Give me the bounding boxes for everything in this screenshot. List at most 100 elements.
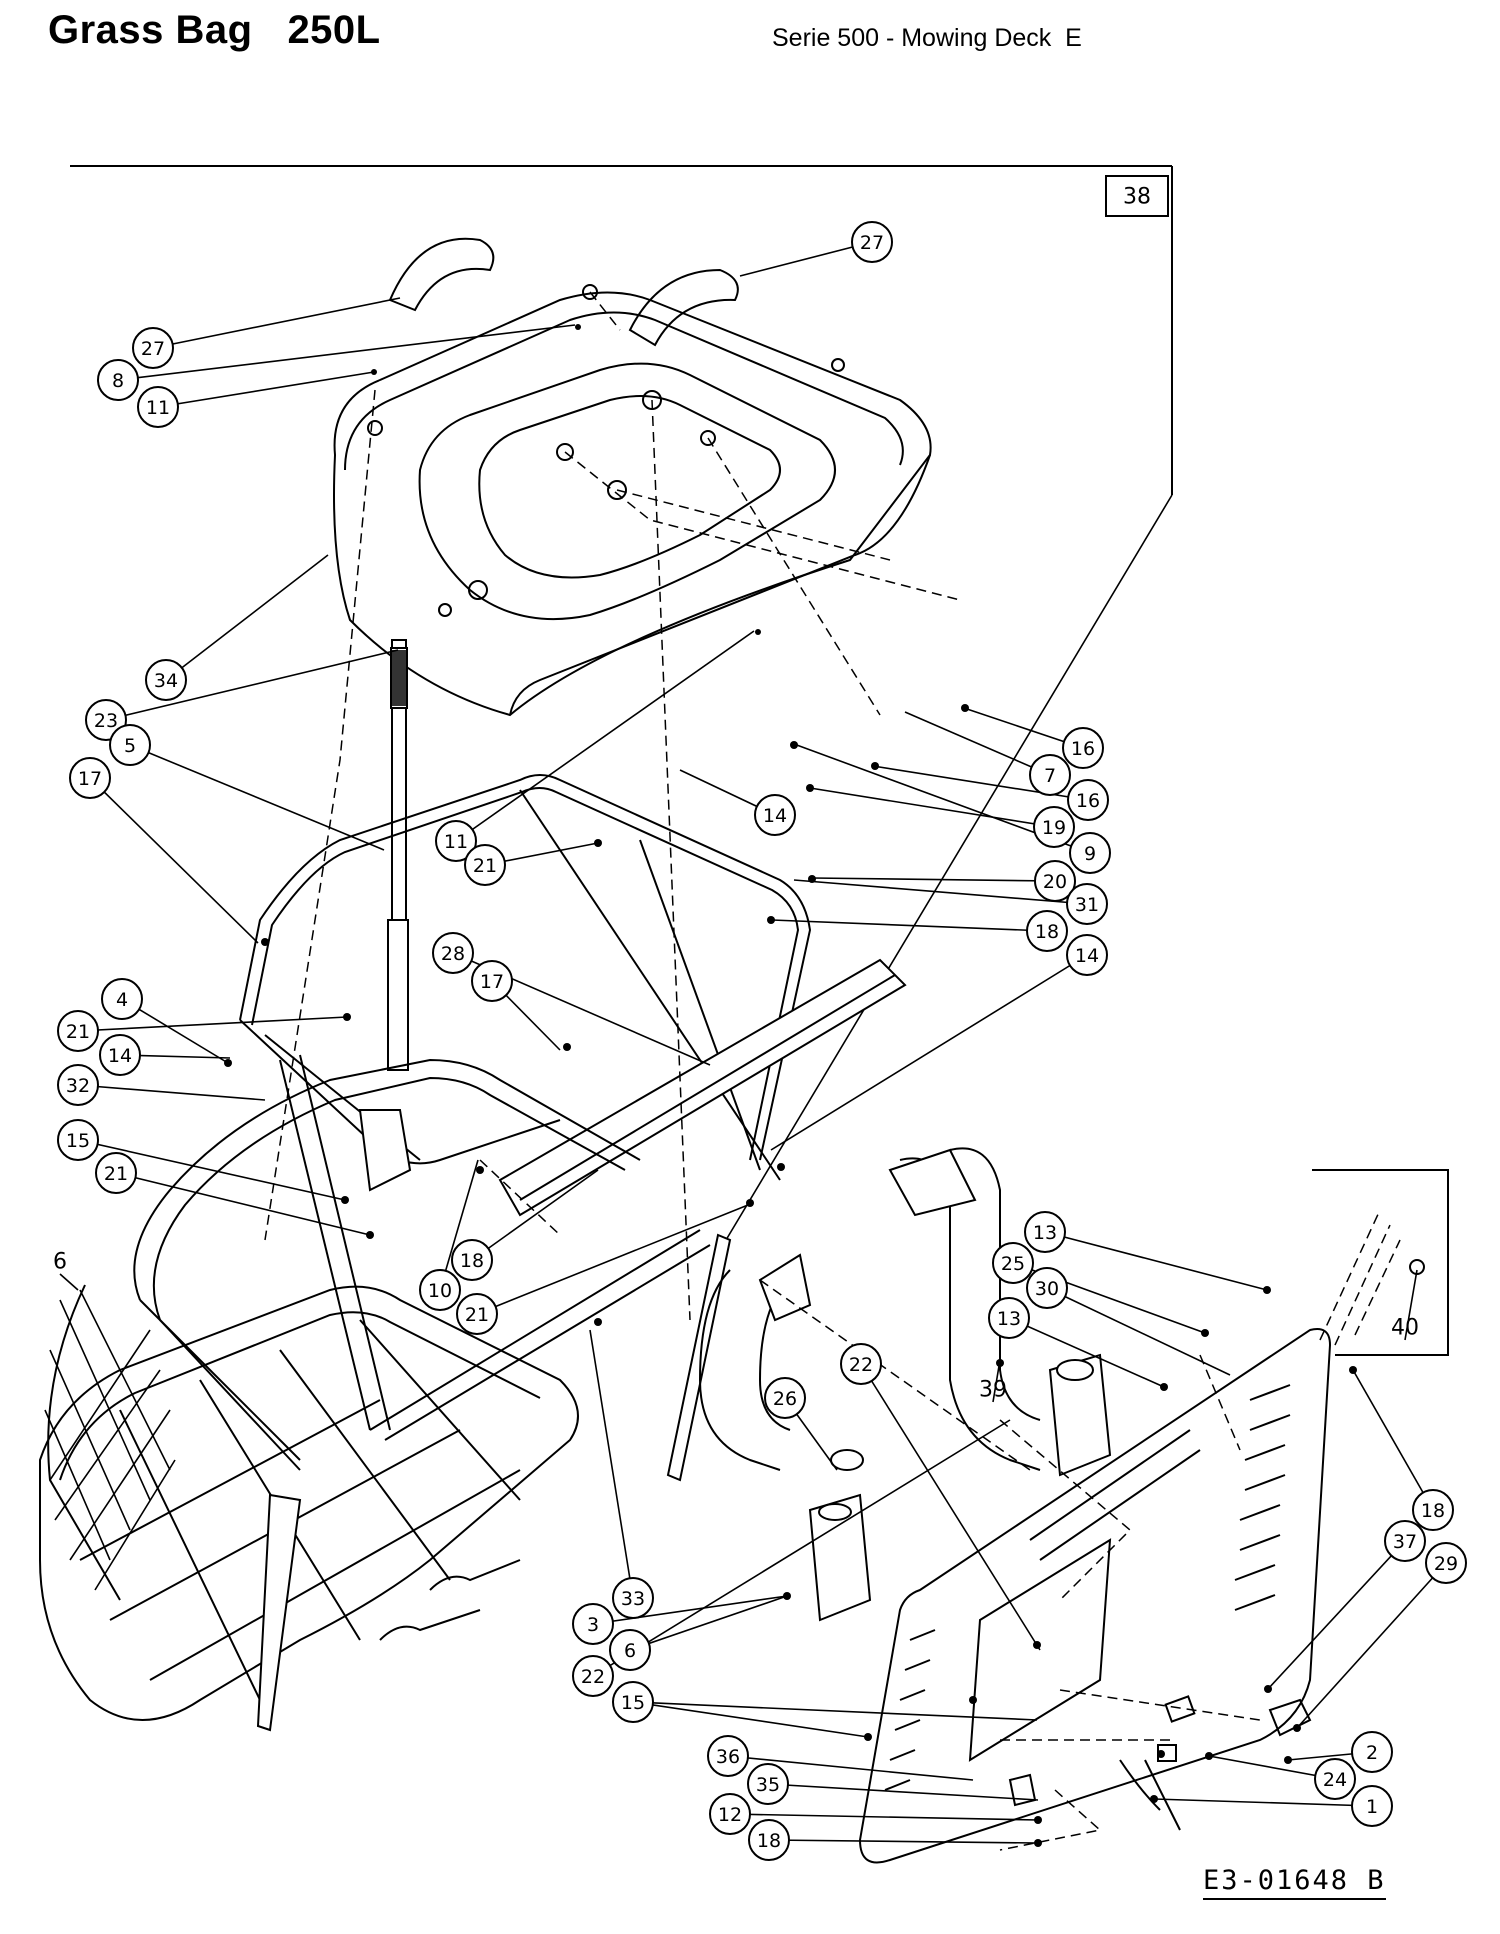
- callout-32: 32: [57, 1064, 99, 1106]
- callout-circle: [97, 359, 139, 401]
- callout-leader: [1267, 1540, 1406, 1690]
- callout-leader: [1153, 1798, 1373, 1807]
- callout-leader: [739, 241, 873, 277]
- callout-18: 18: [1412, 1489, 1454, 1531]
- callout-number: 37: [1393, 1531, 1417, 1553]
- inset-detail: [1319, 1209, 1425, 1346]
- callout-7: 7: [1029, 754, 1071, 796]
- callout-number: 27: [141, 338, 165, 360]
- callout-leader: [89, 777, 259, 944]
- plain-label-text: 39: [979, 1378, 1007, 1403]
- callout-number: 18: [460, 1250, 484, 1272]
- callout-number: 15: [66, 1130, 90, 1152]
- callout-number: 27: [860, 232, 884, 254]
- page-title: Grass Bag 250L: [48, 8, 381, 52]
- callout-number: 12: [718, 1804, 742, 1826]
- callout-circle: [1351, 1731, 1393, 1773]
- callout-16: 16: [1067, 779, 1109, 821]
- callout-29: 29: [1425, 1542, 1467, 1584]
- callout-number: 14: [108, 1045, 132, 1067]
- callout-number: 4: [116, 989, 128, 1011]
- callout-leader: [632, 1701, 1038, 1721]
- callout-number: 36: [716, 1746, 740, 1768]
- callout-8: 8: [97, 359, 139, 401]
- rear-door-panel: [858, 1328, 1332, 1864]
- callout-14: 14: [99, 1034, 141, 1076]
- page-subtitle: Serie 500 - Mowing Deck E: [772, 24, 1082, 52]
- callout-leader: [809, 787, 1055, 828]
- callout-leader: [77, 1139, 346, 1201]
- callout-number: 22: [581, 1666, 605, 1688]
- callout-leader: [129, 744, 385, 851]
- drawing-code: E3-01648 B: [1203, 1865, 1386, 1900]
- callout-number: 29: [1434, 1553, 1458, 1575]
- callout-36: 36: [707, 1735, 749, 1777]
- callout-number: 30: [1035, 1278, 1059, 1300]
- callout-number: 21: [66, 1021, 90, 1043]
- callout-circle: [1067, 779, 1109, 821]
- callout-31: 31: [1066, 883, 1108, 925]
- callout-18: 18: [748, 1819, 790, 1861]
- callout-number: 21: [473, 855, 497, 877]
- callout-number: 35: [756, 1774, 780, 1796]
- callout-circle: [1029, 754, 1071, 796]
- callout-number: 13: [997, 1308, 1021, 1330]
- callout-leader: [811, 877, 1056, 882]
- bag-net: [44, 1284, 176, 1601]
- callout-circle: [132, 327, 174, 369]
- callout-leader: [1008, 1317, 1165, 1388]
- callout-number: 20: [1043, 871, 1067, 893]
- callout-number: 28: [441, 943, 465, 965]
- callout-leader: [157, 371, 375, 408]
- callout-circle: [432, 932, 474, 974]
- callout-circle: [992, 1242, 1034, 1284]
- callout-21: 21: [57, 1010, 99, 1052]
- callout-leader: [77, 1084, 266, 1101]
- callout-number: 18: [1035, 921, 1059, 943]
- callout-circle: [145, 659, 187, 701]
- callout-circle: [612, 1577, 654, 1619]
- plain-label-text: 40: [1391, 1316, 1419, 1341]
- callout-circle: [612, 1681, 654, 1723]
- callout-number: 24: [1323, 1769, 1347, 1791]
- callout-leader: [1046, 1287, 1231, 1376]
- plain-label-leader: [992, 1359, 1001, 1403]
- callout-number: 9: [1084, 843, 1096, 865]
- callout-11: 11: [435, 820, 477, 862]
- callout-number: 13: [1033, 1222, 1057, 1244]
- callout-16: 16: [1062, 727, 1104, 769]
- callout-12: 12: [709, 1793, 751, 1835]
- callout-circle: [57, 1010, 99, 1052]
- callout-leaders: [59, 241, 1447, 1844]
- callout-11: 11: [137, 386, 179, 428]
- callout-circle: [435, 820, 477, 862]
- callout-leader: [727, 1755, 974, 1781]
- callout-bubbles: 2727811342351716716141121199203118142817…: [57, 221, 1467, 1861]
- callout-circle: [1034, 860, 1076, 902]
- callout-circle: [1024, 1211, 1066, 1253]
- callout-number: 25: [1001, 1253, 1025, 1275]
- callout-number: 16: [1071, 738, 1095, 760]
- bag-floor: [39, 1233, 732, 1732]
- callout-number: 34: [154, 670, 178, 692]
- chute-tube: [698, 1147, 1041, 1471]
- callout-number: 14: [763, 805, 787, 827]
- callout-number: 10: [428, 1280, 452, 1302]
- callout-19: 19: [1033, 806, 1075, 848]
- callout-leader: [1208, 1755, 1336, 1780]
- callout-circle: [764, 1377, 806, 1419]
- callout-circle: [451, 1239, 493, 1281]
- callout-leader: [770, 954, 1088, 1151]
- callout-circle: [1412, 1489, 1454, 1531]
- boxed-label: 38: [1123, 185, 1151, 210]
- plain-label-39: 39: [979, 1378, 1007, 1403]
- callout-leader: [592, 1595, 788, 1625]
- callout-21: 21: [456, 1293, 498, 1335]
- callout-circle: [709, 1793, 751, 1835]
- callout-circle: [419, 1269, 461, 1311]
- callout-number: 1: [1366, 1796, 1378, 1818]
- callout-leader: [592, 1419, 1011, 1677]
- callout-circle: [747, 1763, 789, 1805]
- callout-leader: [904, 711, 1051, 776]
